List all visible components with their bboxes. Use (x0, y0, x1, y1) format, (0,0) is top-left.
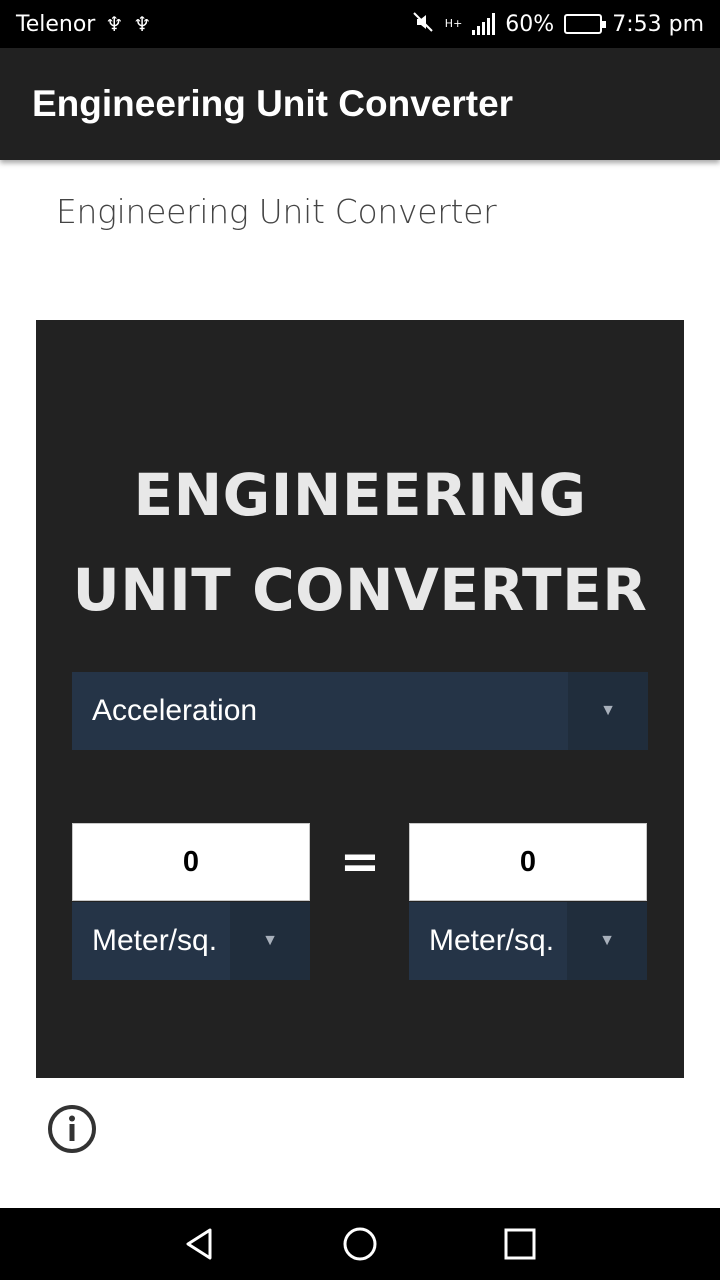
network-type-icon: H+ (444, 17, 463, 30)
from-unit-select[interactable]: Meter/sq. ▼ (72, 902, 310, 980)
home-icon[interactable] (340, 1226, 380, 1262)
chevron-down-icon: ▼ (230, 902, 310, 980)
heading-line-1: ENGINEERING (133, 461, 587, 529)
usb-icon: ♆ (133, 12, 152, 36)
from-value-input[interactable]: 0 (72, 823, 310, 901)
from-unit-value: Meter/sq. (92, 924, 218, 957)
page-title: Engineering Unit Converter (56, 192, 497, 231)
carrier-name: Telenor (16, 11, 96, 37)
to-value-input[interactable]: 0 (409, 823, 647, 901)
clock: 7:53 pm (612, 11, 704, 37)
status-right: H+ 60% 7:53 pm (411, 10, 704, 39)
mute-icon (411, 10, 435, 39)
converter-panel: ENGINEERING UNIT CONVERTER Acceleration … (36, 320, 684, 1078)
to-unit-value: Meter/sq. (429, 924, 555, 957)
app-title: Engineering Unit Converter (32, 83, 514, 124)
equals-sign: = (339, 834, 381, 890)
chevron-down-icon: ▼ (568, 672, 648, 750)
info-icon[interactable] (47, 1104, 97, 1154)
signal-icon (472, 13, 496, 35)
status-bar: Telenor ♆ ♆ H+ 60% 7:53 pm (0, 0, 720, 48)
app-bar: Engineering Unit Converter (0, 48, 720, 160)
battery-percent: 60% (505, 11, 555, 37)
heading-line-2: UNIT CONVERTER (72, 556, 648, 624)
navigation-bar (0, 1208, 720, 1280)
to-unit-select[interactable]: Meter/sq. ▼ (409, 902, 647, 980)
recent-apps-icon[interactable] (500, 1226, 540, 1262)
battery-icon (564, 14, 607, 34)
category-select[interactable]: Acceleration ▼ (72, 672, 648, 750)
converter-heading: ENGINEERING UNIT CONVERTER (36, 448, 684, 638)
usb-icon: ♆ (105, 12, 124, 36)
status-left: Telenor ♆ ♆ (16, 12, 151, 37)
back-icon[interactable] (180, 1226, 220, 1262)
chevron-down-icon: ▼ (567, 902, 647, 980)
category-select-value: Acceleration (92, 694, 258, 727)
